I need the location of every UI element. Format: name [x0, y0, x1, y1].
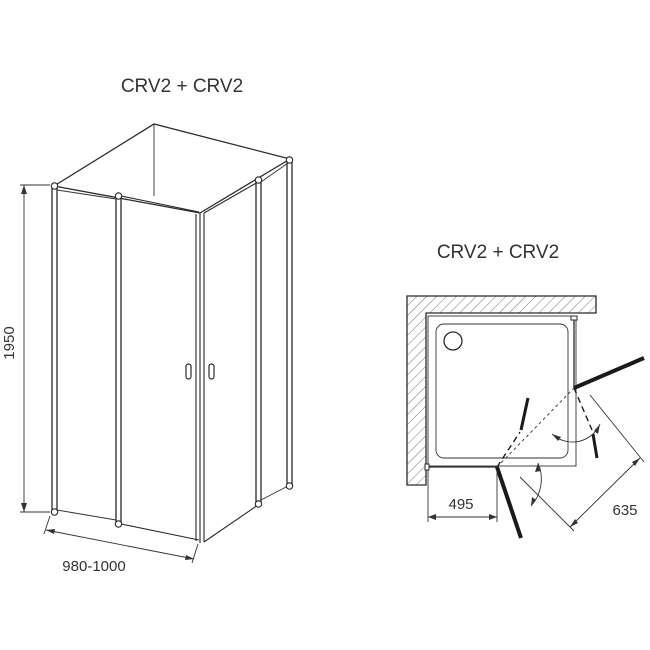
- side-door-panel: [203, 181, 259, 543]
- perspective-view: CRV2 + CRV2: [1, 76, 294, 575]
- drain-icon: [443, 331, 463, 351]
- plan-doors: [495, 356, 645, 539]
- front-door-panel: [56, 189, 201, 543]
- rear-wall-post: [260, 156, 294, 501]
- shower-tray: [427, 315, 577, 467]
- diagonal-dimension: 635: [519, 394, 645, 532]
- plan-panels: [424, 315, 578, 471]
- plan-view: CRV2 + CRV2: [406, 242, 645, 539]
- door-width-dimension: 495: [427, 470, 498, 522]
- height-label: 1950: [1, 326, 18, 359]
- width-dimension: 980-1000: [43, 515, 199, 575]
- door-handles: [185, 363, 215, 380]
- diagonal-label: 635: [612, 502, 637, 519]
- perspective-title: CRV2 + CRV2: [121, 76, 243, 97]
- side-door-open: [573, 356, 645, 390]
- front-hinge-post: [114, 192, 123, 528]
- top-frame: [53, 123, 291, 214]
- side-hinge-post: [254, 176, 263, 508]
- plan-title: CRV2 + CRV2: [437, 242, 559, 263]
- front-handle-icon: [185, 363, 192, 380]
- height-dimension: 1950: [1, 184, 50, 513]
- side-handle-icon: [208, 363, 215, 380]
- swing-arcs: [530, 423, 601, 507]
- front-left-post: [50, 182, 59, 516]
- width-label: 980-1000: [62, 558, 125, 575]
- door-width-label: 495: [448, 496, 473, 513]
- front-door-open: [495, 466, 523, 539]
